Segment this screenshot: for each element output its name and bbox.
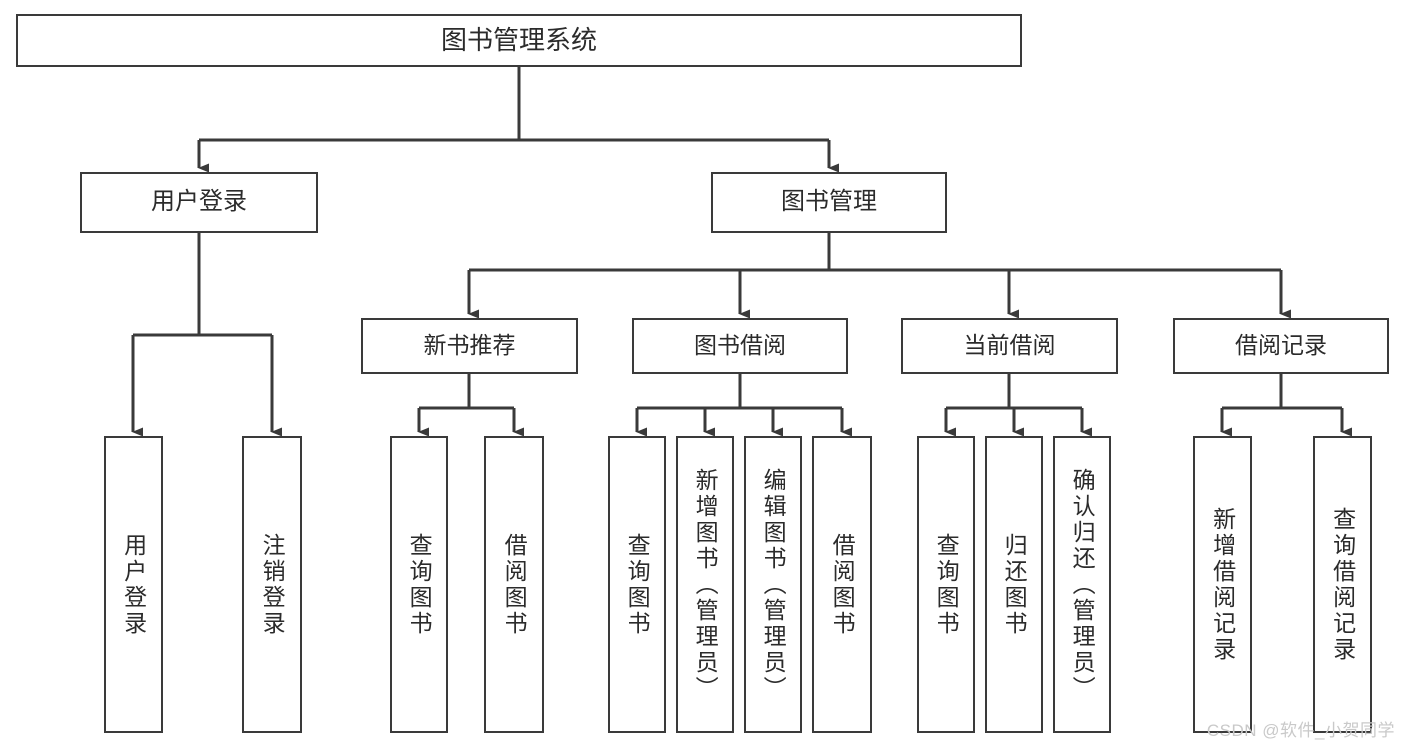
node-leaf-edit-book-admin-label: 编辑图书（管理员） <box>760 467 787 702</box>
node-current-borrow[interactable]: 当前借阅 <box>901 318 1118 374</box>
node-book-borrow-label: 图书借阅 <box>694 332 786 359</box>
node-leaf-query-borrow-record-label: 查询借阅记录 <box>1329 506 1356 663</box>
node-book-management-label: 图书管理 <box>781 188 877 216</box>
node-leaf-borrow-book-rec[interactable]: 借阅图书 <box>484 436 544 733</box>
node-borrow-record[interactable]: 借阅记录 <box>1173 318 1389 374</box>
node-leaf-user-logout[interactable]: 注销登录 <box>242 436 302 733</box>
node-root-label: 图书管理系统 <box>440 25 597 56</box>
node-book-management[interactable]: 图书管理 <box>711 172 947 233</box>
node-leaf-query-book-current-label: 查询图书 <box>933 532 960 637</box>
node-leaf-query-book-rec-label: 查询图书 <box>406 532 433 637</box>
node-new-book-recommend-label: 新书推荐 <box>423 332 516 359</box>
node-leaf-borrow-book[interactable]: 借阅图书 <box>812 436 872 733</box>
node-leaf-borrow-book-rec-label: 借阅图书 <box>501 532 528 637</box>
node-leaf-query-book-current[interactable]: 查询图书 <box>917 436 975 733</box>
node-leaf-user-logout-label: 注销登录 <box>259 532 286 637</box>
node-leaf-add-borrow-record[interactable]: 新增借阅记录 <box>1193 436 1252 733</box>
node-leaf-add-borrow-record-label: 新增借阅记录 <box>1209 506 1236 663</box>
node-new-book-recommend[interactable]: 新书推荐 <box>361 318 578 374</box>
node-leaf-return-book[interactable]: 归还图书 <box>985 436 1043 733</box>
node-current-borrow-label: 当前借阅 <box>963 332 1056 359</box>
node-leaf-query-book-borrow-label: 查询图书 <box>624 532 651 637</box>
node-leaf-edit-book-admin[interactable]: 编辑图书（管理员） <box>744 436 802 733</box>
node-leaf-return-book-label: 归还图书 <box>1001 532 1028 637</box>
node-leaf-query-borrow-record[interactable]: 查询借阅记录 <box>1313 436 1372 733</box>
node-book-borrow[interactable]: 图书借阅 <box>632 318 848 374</box>
node-leaf-query-book-borrow[interactable]: 查询图书 <box>608 436 666 733</box>
node-leaf-confirm-return-admin[interactable]: 确认归还（管理员） <box>1053 436 1111 733</box>
node-leaf-query-book-rec[interactable]: 查询图书 <box>390 436 448 733</box>
node-user-login-label: 用户登录 <box>151 188 247 216</box>
node-leaf-confirm-return-admin-label: 确认归还（管理员） <box>1069 467 1096 702</box>
node-leaf-borrow-book-label: 借阅图书 <box>829 532 856 637</box>
watermark: CSDN @软件_小贺同学 <box>1206 721 1395 740</box>
node-root[interactable]: 图书管理系统 <box>16 14 1022 67</box>
node-leaf-user-login[interactable]: 用户登录 <box>104 436 163 733</box>
node-leaf-add-book-admin-label: 新增图书（管理员） <box>692 467 719 702</box>
node-leaf-add-book-admin[interactable]: 新增图书（管理员） <box>676 436 734 733</box>
node-user-login[interactable]: 用户登录 <box>80 172 318 233</box>
node-borrow-record-label: 借阅记录 <box>1235 332 1327 359</box>
node-leaf-user-login-label: 用户登录 <box>120 532 147 637</box>
